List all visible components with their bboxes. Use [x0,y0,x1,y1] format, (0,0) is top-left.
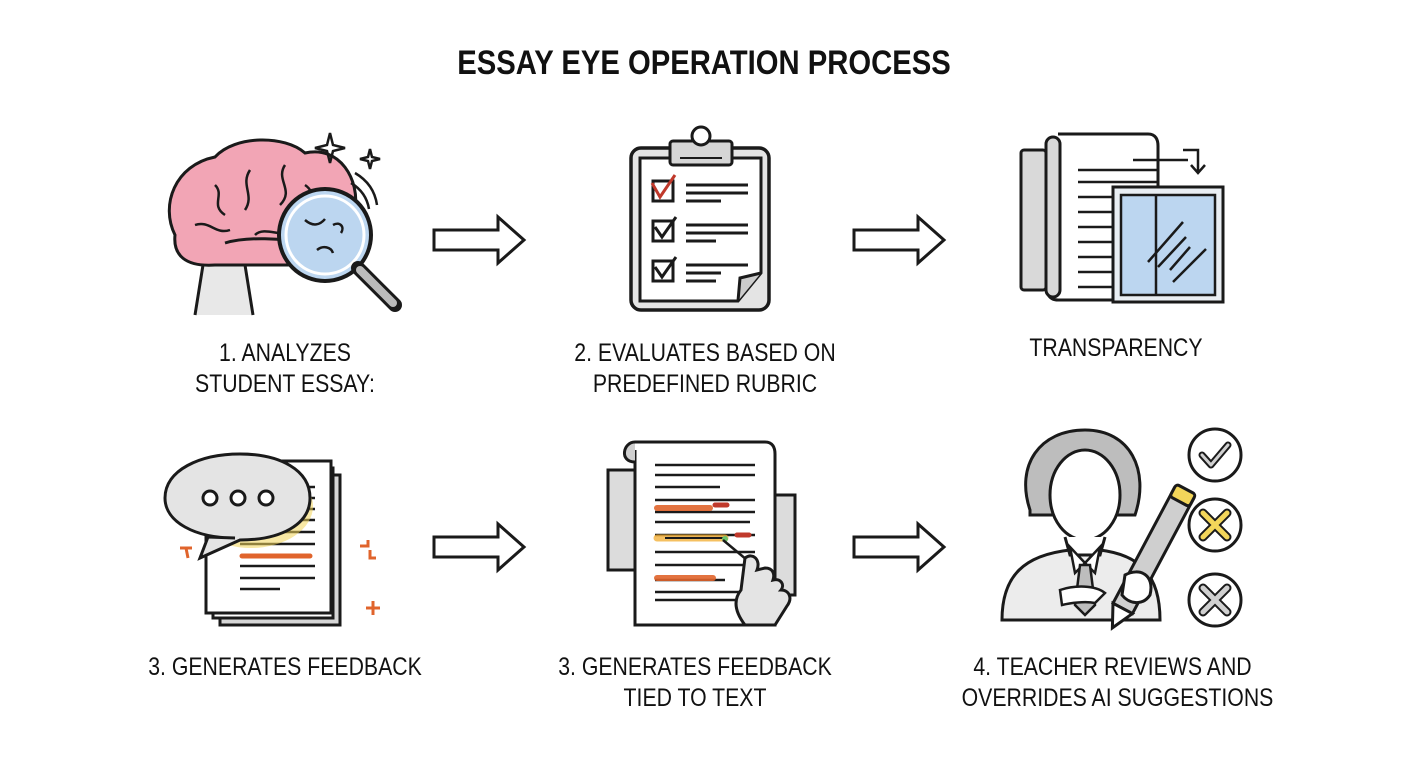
step-5-label-line2: TIED TO TEXT [623,684,767,712]
brain-magnifier-icon [155,125,415,325]
step-5-label: 3. GENERATES FEEDBACK TIED TO TEXT [555,652,836,714]
step-2-label: 2. EVALUATES BASED ON PREDEFINED RUBRIC [565,338,846,400]
step-1-label: 1. ANALYZES STUDENT ESSAY: [153,338,417,400]
page-title: ESSAY EYE OPERATION PROCESS [457,44,951,82]
flow-arrow-3-icon [432,520,528,574]
document-window-icon [1018,132,1228,307]
step-5-label-line1: 3. GENERATES FEEDBACK [558,653,832,681]
step-1-label-line1: 1. ANALYZES [219,339,351,367]
step-6-label-line1: 4. TEACHER REVIEWS AND [973,653,1252,681]
clipboard-checklist-icon [628,123,773,313]
step-3-label: TRANSPARENCY [989,333,1244,364]
step-3-label-line1: TRANSPARENCY [1029,334,1203,362]
highlighted-document-hand-icon [605,440,800,630]
step-2-label-line2: PREDEFINED RUBRIC [592,370,818,398]
step-4-label: 3. GENERATES FEEDBACK [145,652,426,683]
step-4-label-line1: 3. GENERATES FEEDBACK [148,653,422,681]
speech-bubble-documents-icon [160,440,390,630]
flow-arrow-4-icon [852,520,948,574]
step-6-label-line2: OVERRIDES AI SUGGESTIONS [961,684,1274,712]
step-2-label-line1: 2. EVALUATES BASED ON [574,339,836,367]
flow-arrow-2-icon [852,213,948,267]
flow-arrow-1-icon [432,213,528,267]
teacher-pencil-icon [1000,425,1250,635]
step-6-label: 4. TEACHER REVIEWS AND OVERRIDES AI SUGG… [961,652,1274,714]
step-1-label-line2: STUDENT ESSAY: [195,370,375,398]
